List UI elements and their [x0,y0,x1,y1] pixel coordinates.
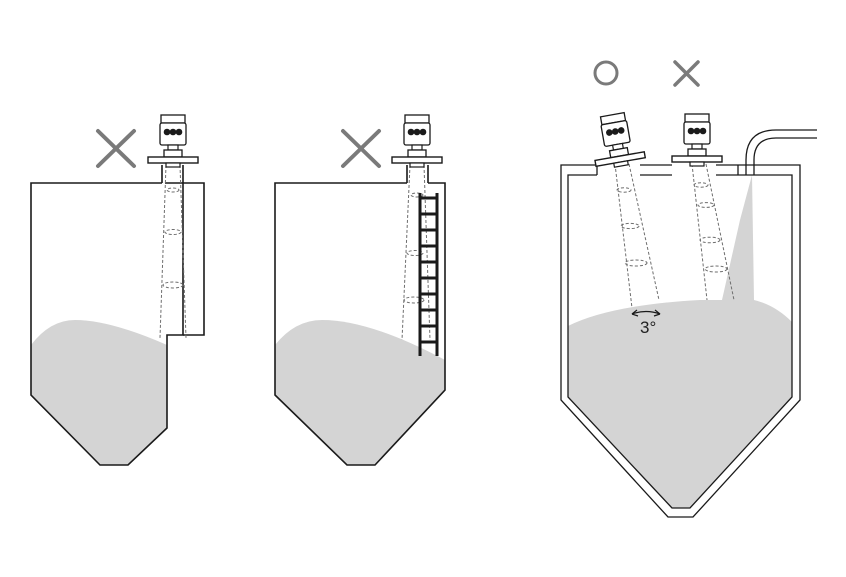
ladder [418,193,439,356]
angle-arrow [631,309,661,317]
bulk-material [275,320,445,465]
radar-sensor-correct [586,109,647,172]
radar-beam [401,164,431,341]
cross-icon [96,129,136,168]
circle-icon [593,60,619,86]
radar-sensor [391,114,443,168]
tank-outline [274,182,446,466]
cross-icon [341,129,381,168]
radar-beam-incorrect [691,163,735,301]
radar-sensor [147,114,199,168]
bulk-material [568,175,792,508]
bulk-material [31,320,167,465]
angle-label: 3° [640,318,656,337]
panel-conical-silo: 3° [560,60,817,518]
radar-beam-correct [614,163,660,309]
fill-pipe [745,129,817,175]
tank-outline [30,182,184,466]
cross-icon [673,60,700,87]
silo-outline [560,164,801,518]
panel-nozzle-wall [30,114,205,466]
radar-sensor-incorrect [671,113,723,167]
radar-beam [159,164,187,339]
panel-ladder [274,114,446,466]
